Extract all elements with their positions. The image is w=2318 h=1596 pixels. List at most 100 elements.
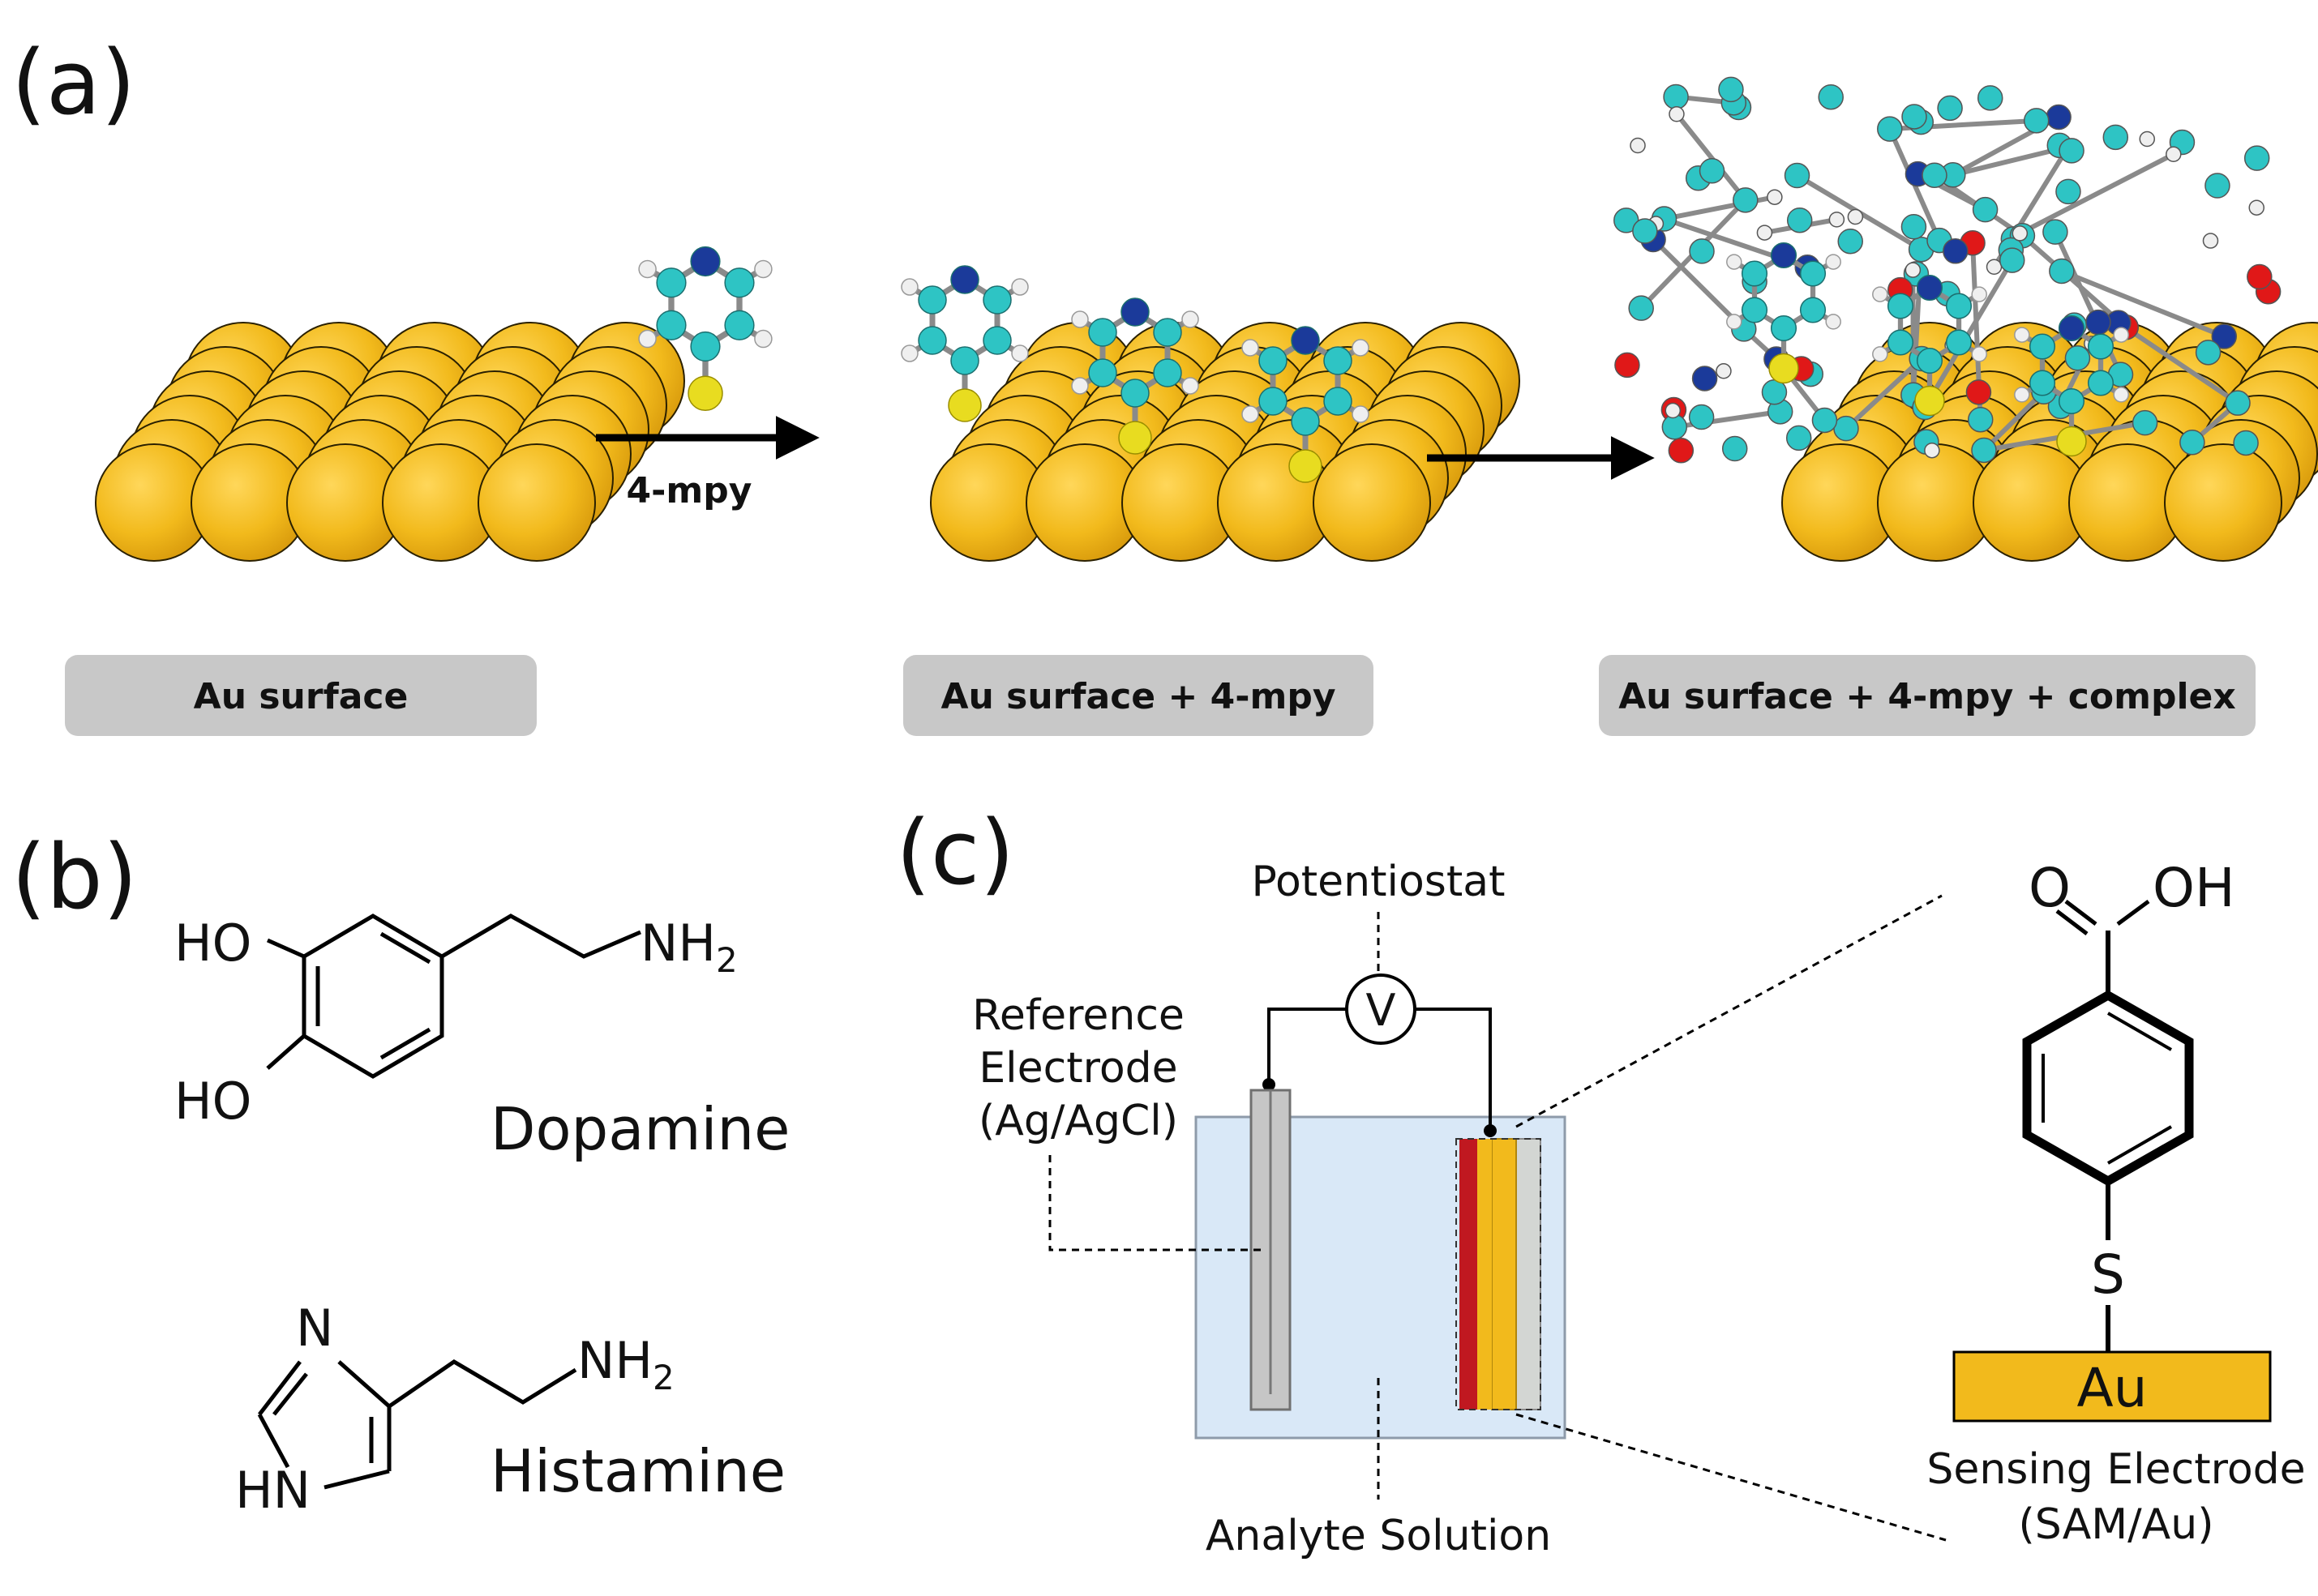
carbon-atom xyxy=(2205,173,2230,198)
carbon-atom xyxy=(2030,370,2055,396)
hydrogen-atom xyxy=(1182,378,1198,394)
sensing-label-line1: Sensing Electrode xyxy=(1926,1445,2305,1494)
carbon-atom xyxy=(2180,430,2204,455)
nitrogen-atom xyxy=(1693,366,1717,391)
carbon-atom xyxy=(2234,430,2258,455)
carbon-atom xyxy=(2059,389,2084,414)
hydrogen-atom xyxy=(2166,147,2181,161)
sensing-electrode xyxy=(1456,1139,1540,1410)
hydrogen-atom xyxy=(1716,364,1731,379)
sulfur-atom xyxy=(2057,427,2086,456)
bond xyxy=(2020,154,2173,233)
carbon-atom xyxy=(1901,215,1926,239)
wire-left xyxy=(1269,1009,1346,1085)
carbon-atom xyxy=(919,327,946,354)
hydrogen-atom xyxy=(1665,403,1680,417)
hydrogen-atom xyxy=(2114,387,2128,402)
panel-a-label: (a) xyxy=(11,31,135,135)
hydrogen-atom xyxy=(639,331,656,348)
carbon-atom xyxy=(1690,239,1714,263)
sam-carbonyl-o: O xyxy=(2029,857,2071,919)
label-box-au-surface: Au surface xyxy=(65,655,537,736)
carbon-atom xyxy=(2056,179,2080,203)
hydrogen-atom xyxy=(902,345,918,362)
hydrogen-atom xyxy=(2140,131,2154,146)
label-box-au-complex: Au surface + 4-mpy + complex xyxy=(1599,655,2256,736)
zoom-line-bottom xyxy=(1516,1414,1946,1540)
hydrogen-atom xyxy=(2114,327,2128,342)
carbon-atom xyxy=(1787,426,1811,450)
carbon-atom xyxy=(983,327,1011,354)
carbon-atom xyxy=(1664,84,1688,109)
hydrogen-atom xyxy=(1972,347,1986,362)
carbon-atom xyxy=(1801,297,1826,323)
hydrogen-atom xyxy=(2015,387,2029,402)
carbon-atom xyxy=(2030,334,2055,359)
dopamine-structure xyxy=(268,916,641,1076)
carbon-atom xyxy=(1723,437,1747,461)
carbon-atom xyxy=(1838,229,1862,254)
sam-hydroxyl: OH xyxy=(2153,857,2235,919)
hydrogen-atom xyxy=(902,279,918,295)
hydrogen-atom xyxy=(1987,259,2002,274)
dopamine-nh-subscript: 2 xyxy=(716,940,738,980)
carbon-atom xyxy=(1947,293,1972,319)
voltmeter: V xyxy=(1347,975,1415,1043)
histamine-name: Histamine xyxy=(491,1437,786,1505)
carbon-atom xyxy=(1973,198,1998,222)
nitrogen-atom xyxy=(951,266,979,293)
gold-atom xyxy=(1313,444,1430,561)
hydrogen-atom xyxy=(1826,255,1840,269)
potentiostat-label: Potentiostat xyxy=(1251,858,1505,906)
dopamine-oh-bottom: HO xyxy=(174,1072,251,1131)
carbon-atom xyxy=(983,286,1011,314)
label-box-au-4mpy: Au surface + 4-mpy xyxy=(903,655,1373,736)
reference-label-line2: Electrode xyxy=(979,1044,1177,1093)
carbon-atom xyxy=(1812,408,1836,432)
hydrogen-atom xyxy=(2203,233,2217,248)
carbon-atom xyxy=(2000,248,2025,272)
carbon-atom xyxy=(657,268,686,297)
carbon-atom xyxy=(919,286,946,314)
wire-right xyxy=(1416,1009,1490,1131)
dopamine-oh-top: HO xyxy=(174,914,251,973)
hydrogen-atom xyxy=(1727,255,1742,269)
carbon-atom xyxy=(1089,359,1116,387)
hydrogen-atom xyxy=(755,260,772,277)
dopamine-nh-text: NH xyxy=(641,914,716,973)
carbon-atom xyxy=(1969,408,1993,432)
carbon-atom xyxy=(1742,261,1767,286)
hydrogen-atom xyxy=(1972,287,1986,302)
nitrogen-atom xyxy=(691,247,720,276)
nitrogen-atom xyxy=(2059,316,2084,341)
hydrogen-atom xyxy=(1182,311,1198,327)
carbon-atom xyxy=(725,310,754,340)
gold-atom xyxy=(2165,444,2282,561)
nitrogen-atom xyxy=(1292,327,1319,354)
sulfur-atom xyxy=(1119,421,1151,454)
nitrogen-atom xyxy=(2046,105,2071,129)
carbon-atom xyxy=(1742,297,1767,323)
reference-label-line1: Reference xyxy=(972,991,1185,1040)
oxygen-atom xyxy=(1615,353,1639,377)
carbon-atom xyxy=(2025,109,2049,133)
sulfur-atom xyxy=(1915,387,1944,416)
carbon-atom xyxy=(1154,319,1181,346)
sulfur-atom xyxy=(1769,354,1798,383)
carbon-atom xyxy=(1633,219,1657,243)
hydrogen-atom xyxy=(1012,345,1028,362)
sulfur-atom xyxy=(949,389,981,421)
carbon-atom xyxy=(2196,340,2221,365)
nitrogen-atom xyxy=(1917,276,1943,301)
sulfur-atom xyxy=(688,376,722,410)
hydrogen-atom xyxy=(1767,190,1782,204)
panel-b-label: (b) xyxy=(11,825,138,929)
oxygen-atom xyxy=(2247,264,2272,289)
hydrogen-atom xyxy=(2015,327,2029,342)
hydrogen-atom xyxy=(1072,378,1088,394)
carbon-atom xyxy=(2133,411,2157,435)
carbon-atom xyxy=(1259,387,1287,415)
arrow-reagent-label: 4-mpy xyxy=(627,470,752,511)
carbon-atom xyxy=(725,268,754,297)
